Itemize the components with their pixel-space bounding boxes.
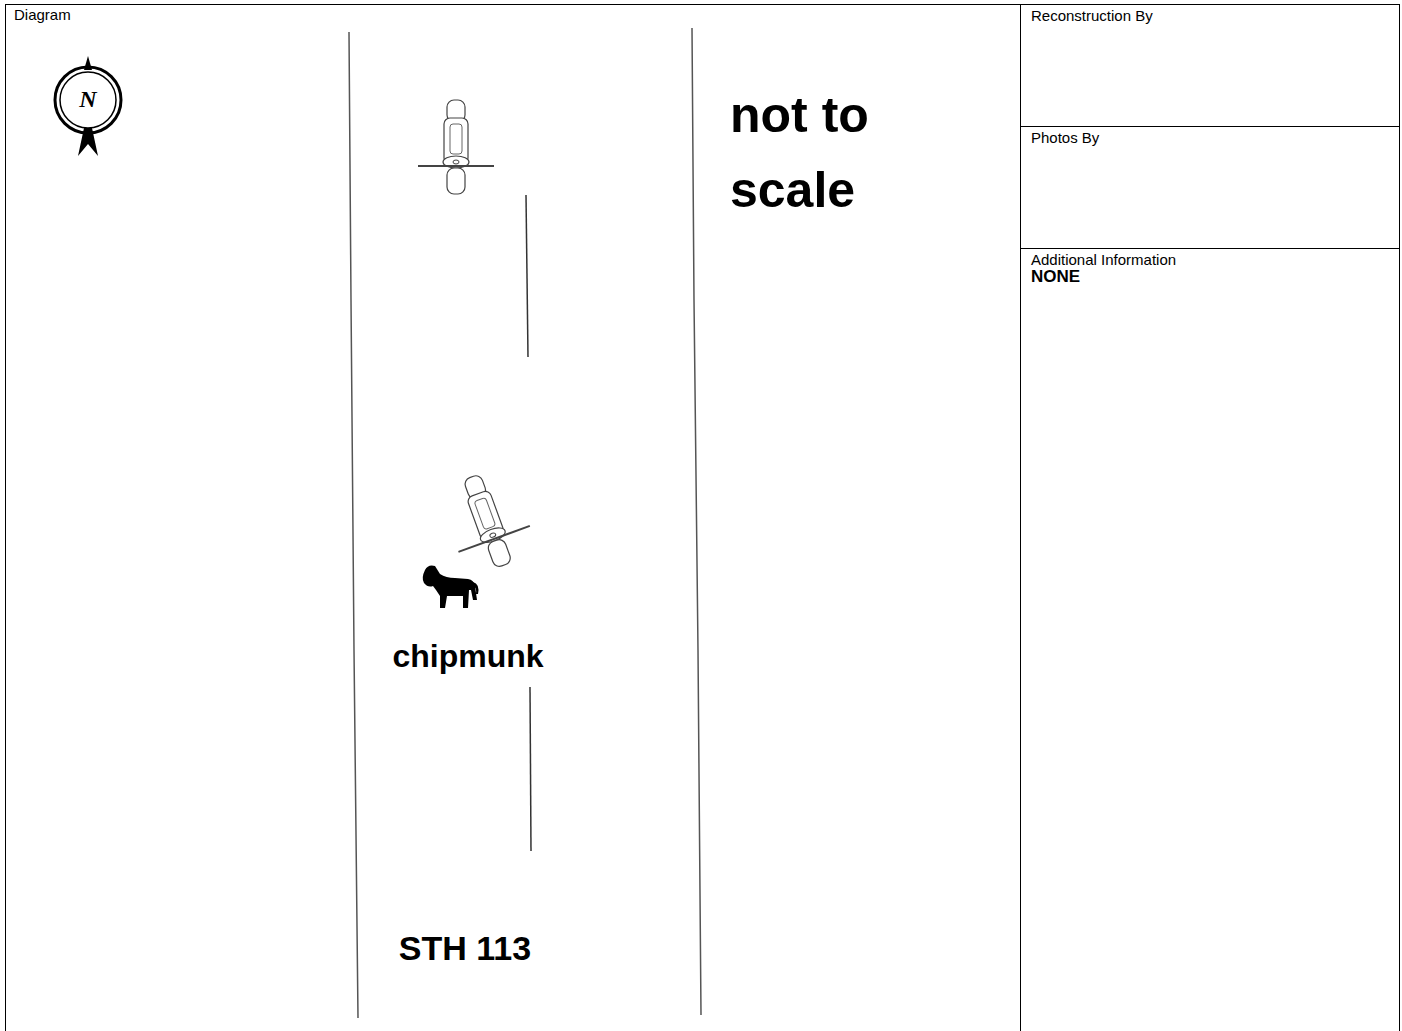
box-heading: Diagram [14, 7, 1013, 23]
box-heading: Photos By [1031, 130, 1389, 146]
box-heading: Additional Information [1031, 252, 1389, 268]
info-box: Photos By [1020, 126, 1400, 250]
road-name: STH 113 [370, 929, 560, 968]
compass-letter: N [72, 86, 104, 114]
scale-note: not to scale [730, 78, 940, 228]
info-box: Reconstruction By [1020, 4, 1400, 128]
north-arrow [55, 56, 121, 156]
box-heading: Reconstruction By [1031, 8, 1389, 24]
diagram-frame: Diagram [5, 4, 1022, 1031]
box-value: NONE [1031, 268, 1389, 286]
road-edge [349, 32, 358, 1018]
animal-label: chipmunk [368, 638, 568, 675]
center-line [530, 687, 531, 851]
animal-symbol [423, 566, 479, 609]
info-box: Additional InformationNONE [1020, 248, 1400, 1031]
road-edge [692, 28, 701, 1015]
center-line [526, 195, 528, 357]
